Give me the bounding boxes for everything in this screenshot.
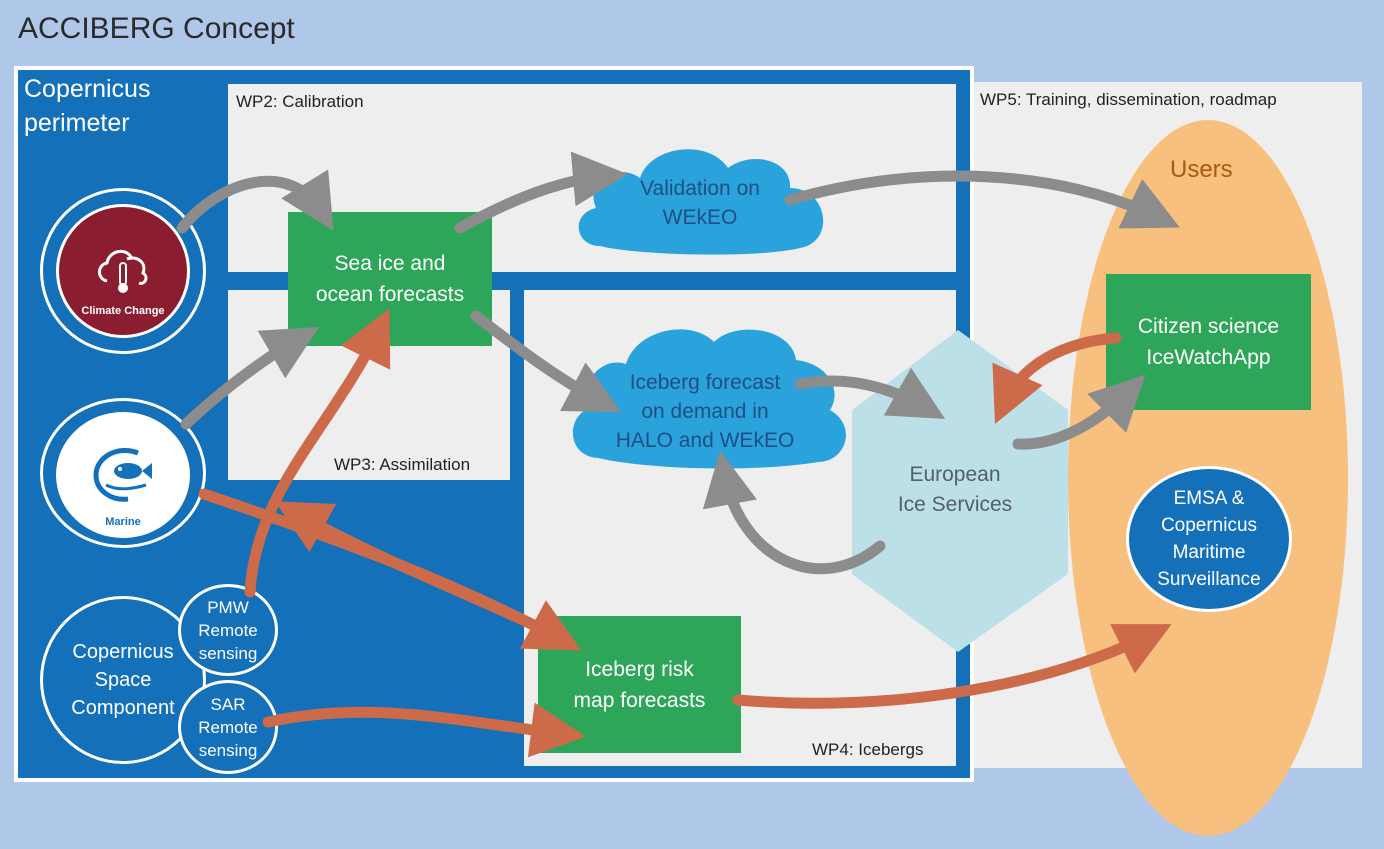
emsa-circle: EMSA & Copernicus Maritime Surveillance [1126,466,1292,612]
citizen-line1: Citizen science [1137,315,1280,338]
space-line3: Component [71,697,175,719]
risk-line1: Iceberg risk [585,657,694,681]
marine-badge [56,412,190,538]
users-label: Users [1170,156,1233,183]
iceberg-forecast-line1: Iceberg forecast [629,371,781,394]
sea-ice-line2: ocean forecasts [315,283,465,306]
fish-icon [93,447,152,502]
emsa-line1: EMSA & [1173,488,1245,509]
space-line1: Copernicus [72,641,174,663]
validation-line2: WEkEO [662,206,738,229]
sar-line1: SAR [210,694,246,714]
citizen-line2: IceWatchApp [1146,346,1271,369]
arrow-iceberg-forecast-to-eis [794,367,946,419]
wp5-label: WP5: Training, dissemination, roadmap [980,90,1277,109]
validation-line1: Validation on [640,177,760,200]
iceberg-forecast-cloud-text: Iceberg forecast on demand in HALO and W… [590,368,820,455]
sar-line3: sensing [198,740,258,760]
emsa-line2: Copernicus [1160,515,1258,536]
pmw-line1: PMW [207,597,249,617]
iceberg-forecast-cloud [572,329,846,469]
eis-line1: European [909,463,1001,486]
sar-line2: Remote [198,717,258,737]
climate-change-label: Climate Change [81,305,165,317]
european-ice-services-text: European Ice Services [870,460,1040,520]
arrow-validation-to-users [784,170,1180,229]
perimeter-label-line2: perimeter [24,109,130,137]
arrow-seaice-to-iceberg-forecast [470,310,622,413]
eis-line2: Ice Services [897,493,1013,516]
space-line2: Space [94,669,152,691]
page-title: ACCIBERG Concept [18,12,295,45]
cloud-thermometer-icon [98,249,148,293]
pmw-line2: Remote [198,620,258,640]
climate-change-badge [56,204,190,338]
validation-cloud [578,149,824,255]
emsa-line4: Surveillance [1157,569,1261,590]
wp2-label: WP2: Calibration [236,92,364,111]
arrow-eis-to-citizen [1012,374,1146,450]
pmw-line3: sensing [198,643,258,663]
pmw-circle: PMW Remote sensing [178,584,278,676]
perimeter-label: Copernicus perimeter [24,72,150,140]
risk-line2: map forecasts [573,688,706,712]
arrow-seaice-to-validation [454,151,628,234]
arrow-climate-to-seaice [176,169,334,234]
arrow-pmw-to-seaice [244,308,391,598]
citizen-science-box: Citizen science IceWatchApp [1106,274,1311,410]
arrow-sar-to-risk [262,702,586,758]
marine-label: Marine [105,516,141,528]
arrow-marine-to-seaice [180,326,320,430]
iceberg-forecast-line2: on demand in [641,400,769,423]
wp4-label: WP4: Icebergs [812,740,924,759]
arrow-eis-to-iceberg-forecast [702,450,886,575]
perimeter-label-line1: Copernicus [24,75,151,103]
wp3-label: WP3: Assimilation [334,455,471,474]
emsa-line3: Maritime [1172,542,1246,563]
arrow-citizen-to-eis [992,332,1122,425]
iceberg-forecast-line3: HALO and WEkEO [615,429,795,452]
sea-ice-line1: Sea ice and [334,252,446,275]
validation-cloud-text: Validation on WEkEO [600,174,800,232]
arrow-risk-to-wp3 [274,501,546,634]
sar-circle: SAR Remote sensing [178,680,278,774]
arrow-risk-to-users [732,624,1172,709]
